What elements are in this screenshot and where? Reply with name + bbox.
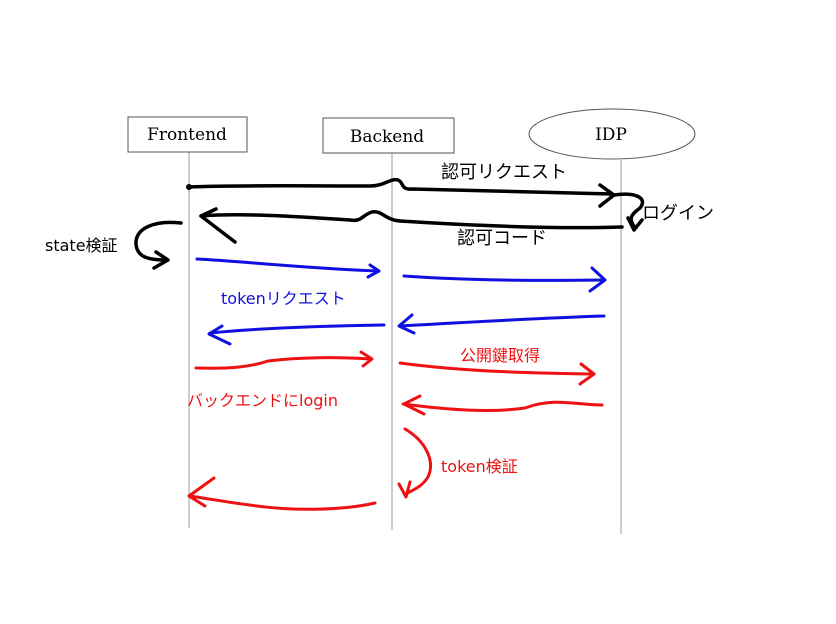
backend-box xyxy=(322,117,455,154)
public-key-fetch-label: 公開鍵取得 xyxy=(460,346,540,365)
token-response-arrow-idp xyxy=(397,313,606,335)
backend-label: Backend xyxy=(350,127,424,147)
login-label: ログイン xyxy=(642,203,714,224)
idp-ellipse xyxy=(528,108,696,160)
lifelines xyxy=(188,152,622,534)
token-request-label: tokenリクエスト xyxy=(221,289,346,308)
auth-request-arrow xyxy=(186,177,616,208)
token-request-arrow-backend xyxy=(402,266,607,293)
backend-login-arrow xyxy=(194,350,374,370)
login-response-arrow xyxy=(187,476,377,511)
token-verify-label: token検証 xyxy=(441,457,518,476)
public-key-fetch-arrow xyxy=(398,361,596,386)
token-verify-loop-arrow xyxy=(397,427,433,499)
auth-code-arrow xyxy=(199,207,624,244)
backend-login-label: バックエンドにlogin xyxy=(187,391,338,410)
auth-request-label: 認可リクエスト xyxy=(441,162,567,183)
token-response-arrow-backend xyxy=(207,323,386,346)
state-verify-label: state検証 xyxy=(45,236,118,255)
frontend-label: Frontend xyxy=(147,125,227,145)
state-verify-loop-arrow xyxy=(134,220,183,270)
frontend-box xyxy=(127,116,248,153)
public-key-response-arrow xyxy=(401,394,604,416)
token-request-arrow-frontend xyxy=(195,257,381,279)
auth-code-label: 認可コード xyxy=(457,228,547,249)
idp-label: IDP xyxy=(595,125,627,145)
login-loop-arrow xyxy=(612,192,645,232)
